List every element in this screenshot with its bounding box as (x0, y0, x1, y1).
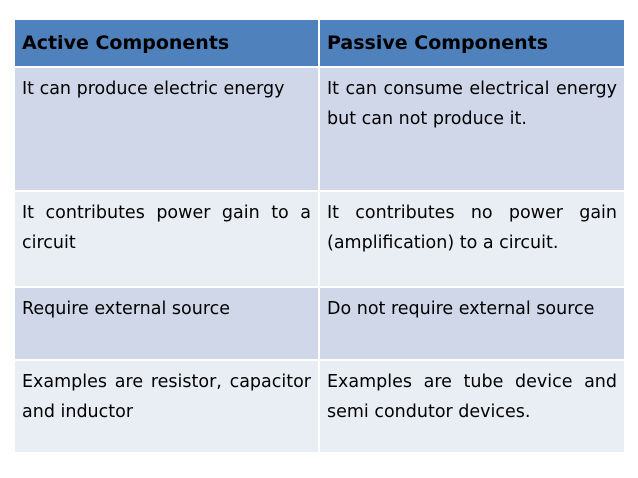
active-cell: Require external source (13, 286, 320, 361)
table-header-row: Active Components Passive Components (13, 18, 626, 68)
table-row: It can produce electric energy It can co… (13, 66, 626, 192)
passive-cell: Examples are tube device and semi condut… (318, 359, 626, 454)
comparison-table: Active Components Passive Components It … (13, 18, 626, 454)
header-passive-components: Passive Components (318, 18, 626, 68)
passive-cell: It contributes no power gain (amplificat… (318, 190, 626, 288)
passive-cell: Do not require external source (318, 286, 626, 361)
table-row: Examples are resistor, capacitor and ind… (13, 359, 626, 454)
header-active-components: Active Components (13, 18, 320, 68)
active-cell: It can produce electric energy (13, 66, 320, 192)
table-row: Require external source Do not require e… (13, 286, 626, 361)
active-cell: It contributes power gain to a circuit (13, 190, 320, 288)
active-cell: Examples are resistor, capacitor and ind… (13, 359, 320, 454)
passive-cell: It can consume electrical energy but can… (318, 66, 626, 192)
table-row: It contributes power gain to a circuit I… (13, 190, 626, 288)
